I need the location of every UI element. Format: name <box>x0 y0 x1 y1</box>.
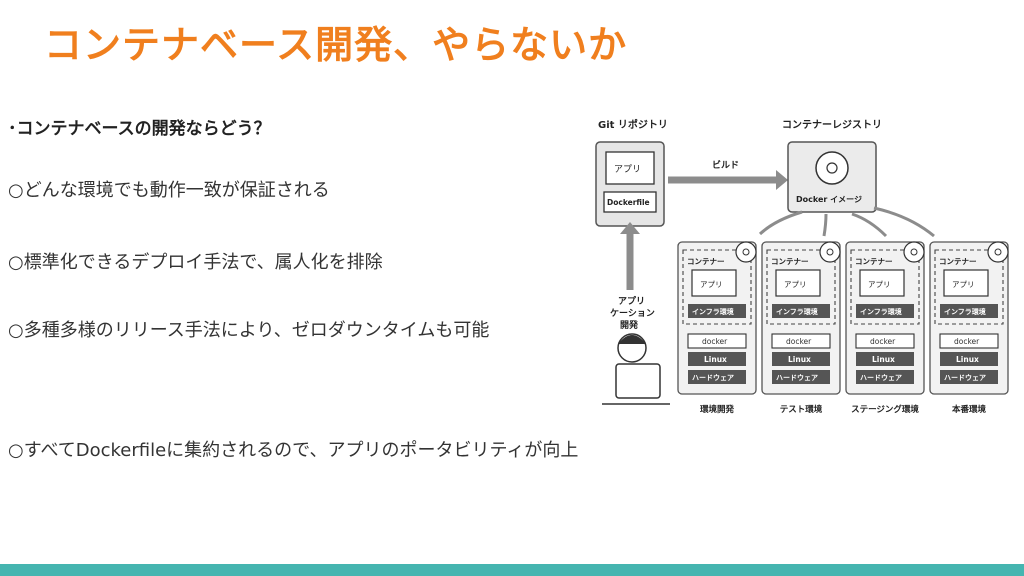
dev-label: ケーション <box>610 308 655 319</box>
infra-label: インフラ環境 <box>944 307 986 316</box>
docker-image-label: Docker イメージ <box>796 195 862 204</box>
docker-label: docker <box>702 337 728 346</box>
dev-label: アプリ <box>618 295 645 307</box>
container-label: コンテナー <box>855 257 893 266</box>
container-label: コンテナー <box>687 257 725 266</box>
container-frame <box>682 249 752 325</box>
hardware-bar <box>856 370 914 384</box>
infra-label: インフラ環境 <box>776 307 818 316</box>
bullet-item: ○どんな環境でも動作一致が保証される <box>8 180 330 201</box>
hardware-label: ハードウェア <box>944 373 986 382</box>
app-label: アプリ <box>614 164 641 175</box>
disc-hole-icon <box>994 248 1002 256</box>
hardware-label: ハードウェア <box>776 373 818 382</box>
linux-bar <box>940 352 998 366</box>
container-workflow-diagram: Git リポジトリ アプリ Dockerfile ビルド コンテナーレジストリ … <box>590 112 1020 442</box>
bullet-item: ○標準化できるデプロイ手法で、属人化を排除 <box>8 252 383 273</box>
hardware-bar <box>772 370 830 384</box>
linux-bar <box>856 352 914 366</box>
hardware-label: ハードウェア <box>860 373 902 382</box>
app-doc <box>775 269 821 297</box>
container-label: コンテナー <box>771 257 809 266</box>
app-label: アプリ <box>700 280 723 289</box>
deploy-arrow <box>822 213 828 237</box>
environment-label: 本番環境 <box>952 404 987 415</box>
linux-label: Linux <box>956 355 979 364</box>
disc-hole-icon <box>826 162 838 174</box>
git-repo-label: Git リポジトリ <box>598 118 668 131</box>
linux-bar <box>688 352 746 366</box>
app-label: アプリ <box>868 280 891 289</box>
infra-bar <box>856 304 914 318</box>
environment-label: 環境開発 <box>700 404 735 415</box>
container-frame <box>766 249 836 325</box>
linux-label: Linux <box>872 355 895 364</box>
app-doc <box>859 269 905 297</box>
container-frame <box>850 249 920 325</box>
bullet-item: ○すべてDockerfileに集約されるので、アプリのポータビリティが向上 <box>8 440 579 461</box>
app-doc <box>691 269 737 297</box>
container-frame <box>934 249 1004 325</box>
deploy-arrow <box>873 206 935 238</box>
docker-label: docker <box>786 337 812 346</box>
docker-label: docker <box>870 337 896 346</box>
infra-bar <box>688 304 746 318</box>
docker-bar <box>939 333 999 349</box>
linux-label: Linux <box>788 355 811 364</box>
dockerfile-box <box>603 191 657 213</box>
environment-label: テスト環境 <box>780 404 823 415</box>
slide-title: コンテナベース開発、やらないか <box>44 23 628 67</box>
docker-label: docker <box>954 337 980 346</box>
environment-label: ステージング環境 <box>851 404 919 415</box>
disc-hole-icon <box>910 248 918 256</box>
dev-label: 開発 <box>620 319 639 331</box>
laptop-icon <box>615 363 661 399</box>
docker-bar <box>855 333 915 349</box>
app-label: アプリ <box>784 280 807 289</box>
disc-hole-icon <box>826 248 834 256</box>
bullet-item: ○多種多様のリリース手法により、ゼロダウンタイムも可能 <box>8 320 490 341</box>
app-label: アプリ <box>952 280 975 289</box>
build-label: ビルド <box>712 159 739 171</box>
hardware-label: ハードウェア <box>692 373 734 382</box>
docker-bar <box>687 333 747 349</box>
docker-bar <box>771 333 831 349</box>
dockerfile-label: Dockerfile <box>607 198 650 207</box>
deploy-arrow <box>758 210 803 236</box>
commit-arrow-head <box>620 222 640 234</box>
section-heading: ･コンテナベースの開発ならどう？ <box>8 119 271 139</box>
developer-hair-icon <box>618 335 646 344</box>
linux-bar <box>772 352 830 366</box>
build-arrow-head <box>776 170 788 190</box>
linux-label: Linux <box>704 355 727 364</box>
footer-bar <box>0 564 1024 576</box>
infra-bar <box>940 304 998 318</box>
container-label: コンテナー <box>939 257 977 266</box>
registry-label: コンテナーレジストリ <box>782 119 882 131</box>
app-doc <box>943 269 989 297</box>
disc-hole-icon <box>742 248 750 256</box>
app-doc <box>605 151 655 185</box>
infra-bar <box>772 304 830 318</box>
hardware-bar <box>940 370 998 384</box>
hardware-bar <box>688 370 746 384</box>
deploy-arrow <box>851 212 888 238</box>
infra-label: インフラ環境 <box>860 307 902 316</box>
infra-label: インフラ環境 <box>692 307 734 316</box>
